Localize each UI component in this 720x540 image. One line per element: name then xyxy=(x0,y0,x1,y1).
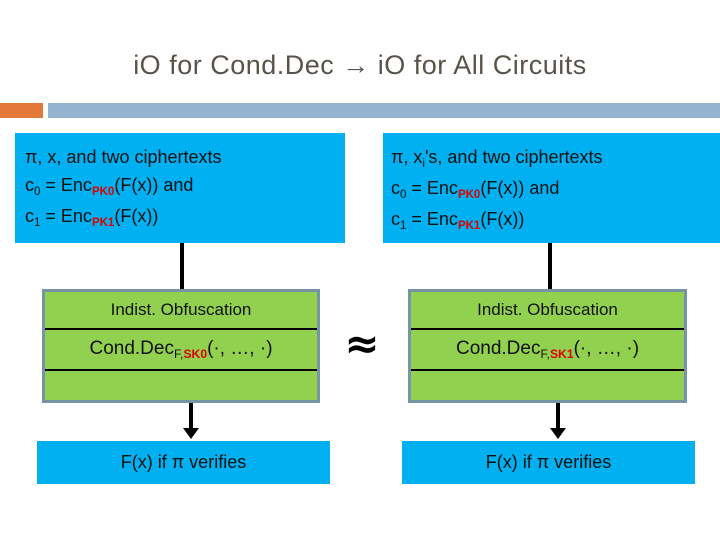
left-premise-line-1: π, x, and two ciphertexts xyxy=(25,143,345,171)
right-arrow-head-icon xyxy=(550,428,566,439)
right-premise-x-label: π, x xyxy=(391,147,423,167)
right-premise-pk0-subscript: PK0 xyxy=(457,188,481,201)
left-premise-c1-subscript: 1 xyxy=(34,216,41,229)
title-divider-rule xyxy=(48,103,720,118)
left-premise-pk1-subscript: PK1 xyxy=(91,216,115,229)
right-obfuscation-box: Indist. Obfuscation Cond.DecF,SK1(·, …, … xyxy=(408,289,687,403)
left-connector-premise-to-obfuscation xyxy=(180,243,184,289)
right-connector-obfuscation-to-result xyxy=(556,403,560,431)
right-conddec-args: (·, …, ·) xyxy=(573,338,640,359)
left-conddec-label: Cond.Dec xyxy=(89,338,174,359)
right-conddec-subscript-f: F, xyxy=(540,346,550,361)
right-premise-c0-subscript: 0 xyxy=(400,188,407,201)
left-result-text: F(x) if π verifies xyxy=(120,452,247,472)
right-obfuscation-filler xyxy=(411,371,684,401)
left-obfuscation-heading: Indist. Obfuscation xyxy=(110,300,252,319)
right-premise-box: π, xi's, and two ciphertexts c0 = EncPK0… xyxy=(383,133,720,243)
right-premise-line-2: c0 = EncPK0(F(x)) and xyxy=(391,174,720,205)
left-premise-c1-label: c xyxy=(25,206,34,226)
right-premise-line-1: π, xi's, and two ciphertexts xyxy=(391,143,720,174)
title-accent-block xyxy=(0,103,43,118)
right-obfuscation-heading: Indist. Obfuscation xyxy=(477,300,618,319)
left-premise-pk0-subscript: PK0 xyxy=(91,185,115,198)
right-premise-pk1-subscript: PK1 xyxy=(457,219,481,232)
left-connector-obfuscation-to-result xyxy=(189,403,193,431)
right-premise-line-3: c1 = EncPK1(F(x)) xyxy=(391,205,720,236)
left-premise-enc0-args: (F(x)) and xyxy=(114,175,194,195)
left-premise-enc1-op: = Enc xyxy=(40,206,92,226)
right-conddec-label: Cond.Dec xyxy=(455,338,541,359)
right-premise-enc1-op: = Enc xyxy=(406,209,458,229)
left-premise-box: π, x, and two ciphertexts c0 = EncPK0(F(… xyxy=(15,133,345,243)
left-premise-c0-subscript: 0 xyxy=(34,185,41,198)
left-conddec-subscript-sk0: SK0 xyxy=(183,346,208,361)
left-conddec-subscript-f: F, xyxy=(173,346,184,361)
left-premise-enc1-args: (F(x)) xyxy=(114,206,159,226)
right-conddec-subscript-sk1: SK1 xyxy=(549,346,574,361)
approximately-equal-icon: ≈ xyxy=(344,319,380,368)
right-premise-enc0-args: (F(x)) and xyxy=(480,178,560,198)
right-premise-c1-subscript: 1 xyxy=(400,219,407,232)
left-premise-enc0-op: = Enc xyxy=(40,175,92,195)
right-premise-x-subscript: i xyxy=(422,157,425,170)
right-result-text: F(x) if π verifies xyxy=(485,452,612,472)
left-arrow-head-icon xyxy=(183,428,199,439)
left-conddec-args: (·, …, ·) xyxy=(207,338,273,359)
left-obfuscation-formula: Cond.DecF,SK0(·, …, ·) xyxy=(45,328,317,371)
right-premise-line-1-suffix: 's, and two ciphertexts xyxy=(424,147,603,167)
right-connector-premise-to-obfuscation xyxy=(548,243,552,289)
right-result-box: F(x) if π verifies xyxy=(402,441,695,484)
page-title: iO for Cond.Dec → iO for All Circuits xyxy=(133,50,587,80)
left-premise-line-3: c1 = EncPK1(F(x)) xyxy=(25,202,345,233)
right-premise-c1-label: c xyxy=(391,209,400,229)
left-obfuscation-box: Indist. Obfuscation Cond.DecF,SK0(·, …, … xyxy=(42,289,320,403)
left-obfuscation-filler xyxy=(45,371,317,401)
left-premise-c0-label: c xyxy=(25,175,34,195)
right-obfuscation-formula: Cond.DecF,SK1(·, …, ·) xyxy=(411,328,684,371)
right-premise-enc1-args: (F(x)) xyxy=(480,209,525,229)
left-premise-line-2: c0 = EncPK0(F(x)) and xyxy=(25,171,345,202)
right-premise-enc0-op: = Enc xyxy=(406,178,458,198)
left-premise-line-1-text: π, x, and two ciphertexts xyxy=(25,147,222,167)
right-premise-c0-label: c xyxy=(391,178,400,198)
left-result-box: F(x) if π verifies xyxy=(37,441,330,484)
